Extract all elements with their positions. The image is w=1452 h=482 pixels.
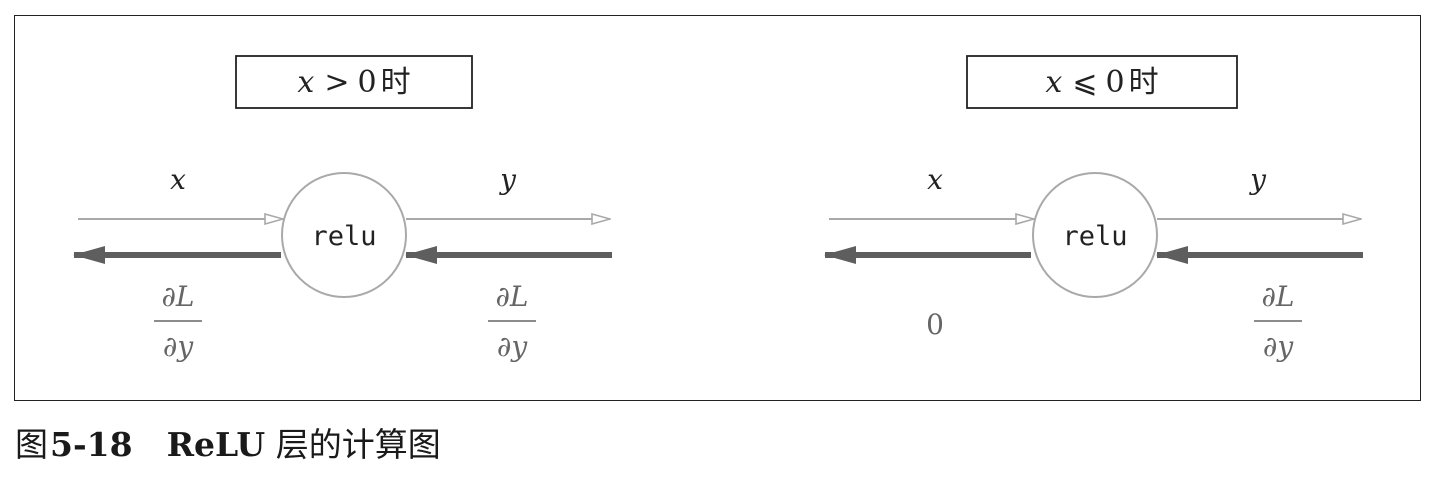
- relu-node: [281, 172, 407, 298]
- gradient-numerator: ∂L: [495, 280, 528, 313]
- gradient-numerator: ∂L: [1261, 280, 1294, 313]
- figure-label: 图: [15, 425, 48, 464]
- gradient-denominator: ∂y: [163, 330, 194, 363]
- forward-output-label: y: [1248, 163, 1267, 196]
- figure-title-rest: 层的计算图: [275, 425, 441, 464]
- relu-node-label: relu: [1062, 221, 1127, 252]
- condition-box: [966, 55, 1238, 109]
- gradient-denominator: ∂y: [497, 330, 528, 363]
- relu-node-label: relu: [311, 221, 376, 252]
- forward-input-label: x: [927, 163, 943, 196]
- figure-title: ReLU 层的计算图: [167, 425, 441, 464]
- forward-output-label: y: [498, 163, 517, 196]
- condition-box: [235, 55, 473, 109]
- upstream-gradient-left: ∂L ∂y: [154, 280, 202, 363]
- forward-input-label: x: [170, 163, 186, 196]
- gradient-denominator: ∂y: [1263, 330, 1294, 363]
- figure-number: 5-18: [50, 425, 133, 464]
- zero-gradient: 0: [926, 308, 944, 341]
- relu-node: [1032, 172, 1158, 298]
- gradient-numerator: ∂L: [161, 280, 194, 313]
- downstream-gradient-right: ∂L ∂y: [488, 280, 536, 363]
- upstream-gradient-right: ∂L ∂y: [1254, 280, 1302, 363]
- figure-title-bold: ReLU: [166, 425, 266, 464]
- figure-caption: 图5-18 ReLU 层的计算图: [15, 420, 441, 470]
